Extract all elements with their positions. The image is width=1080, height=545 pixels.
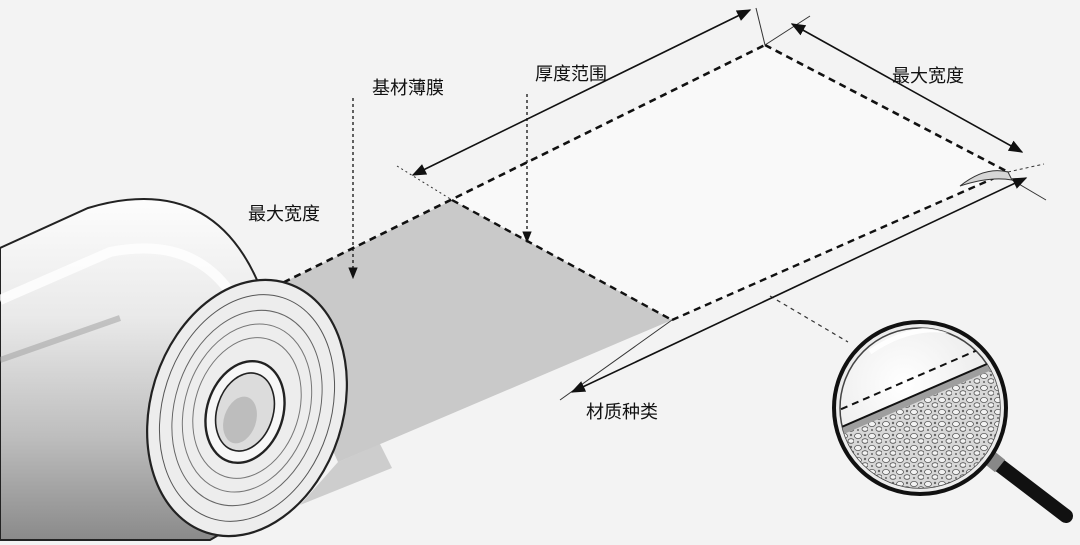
magnifying-glass-icon [832, 320, 1073, 523]
ext-line-1 [396, 165, 453, 201]
label-max-width-left: 最大宽度 [248, 204, 320, 225]
max-width-top-arrow [790, 23, 1024, 153]
ext-line-3 [764, 15, 811, 46]
label-base-film: 基材薄膜 [372, 78, 444, 99]
thickness-range-arrow [411, 9, 752, 176]
material-type-arrow [570, 177, 1028, 393]
ext-line-2 [755, 7, 766, 46]
ext-line-4 [1007, 163, 1045, 173]
label-material-type: 材质种类 [586, 402, 658, 423]
magnifier-leader [769, 295, 849, 343]
film-shadow [300, 444, 392, 505]
label-max-width-top: 最大宽度 [892, 66, 964, 87]
film-roll-icon [0, 198, 348, 541]
label-thickness-range: 厚度范围 [535, 64, 607, 85]
film-coated-region [262, 200, 672, 462]
